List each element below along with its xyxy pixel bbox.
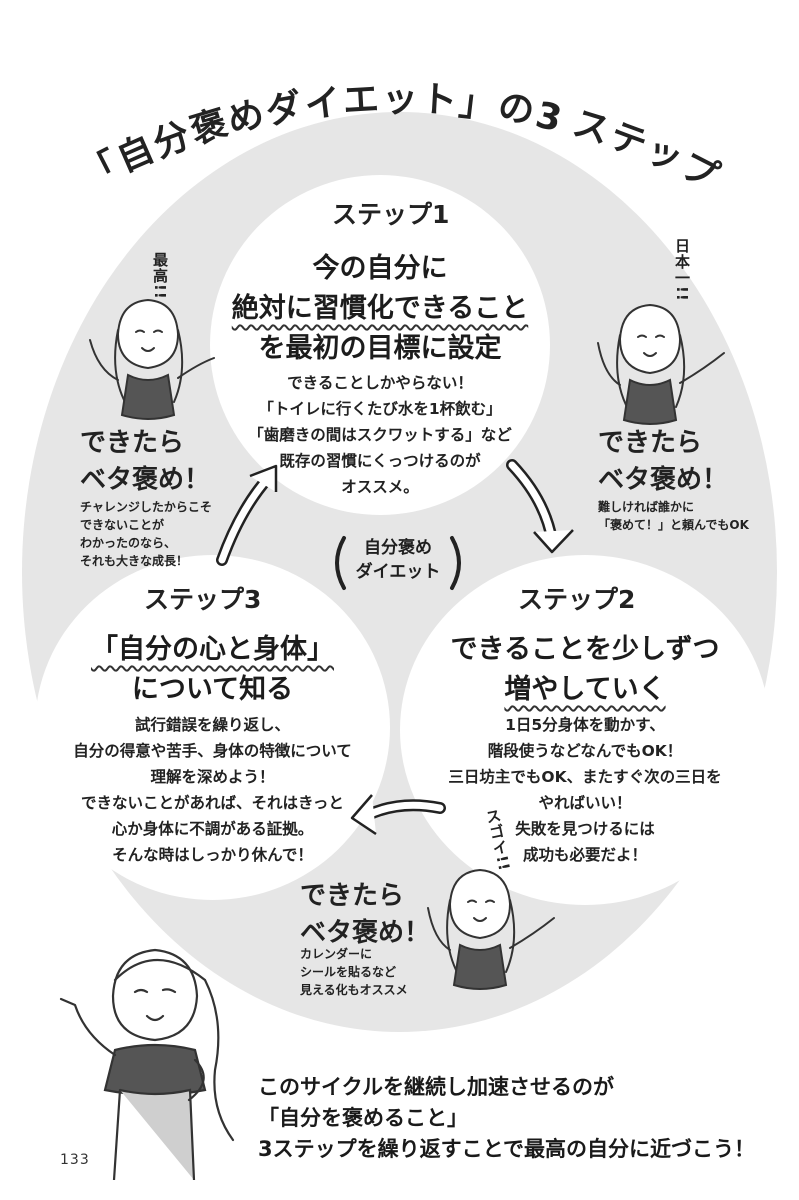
praise-left-title: できたら ベタ褒め！ (80, 428, 211, 495)
step3-description: 試行錯誤を繰り返し、 自分の得意や苦手、身体の特徴について 理解を深めよう！ で… (73, 716, 352, 864)
step3-heading-line2: について知る (131, 674, 294, 705)
step2-heading-line1: できることを少しずつ (450, 634, 720, 665)
center-parentheses (335, 536, 461, 590)
step2-circle (400, 555, 770, 905)
step1-heading-line2: 絶対に習慣化できること (231, 293, 529, 324)
step1-label: ステップ1 (332, 200, 450, 229)
praise-right-title: できたら ベタ褒め！ (598, 428, 729, 495)
step2-description: 1日5分身体を動かす、 階段使うなどなんでもOK！ 三日坊主でもOK、またすぐ次… (448, 716, 722, 864)
character-illustration-left (89, 298, 215, 420)
character-illustration-right (597, 303, 725, 425)
page-number: 133 (60, 1152, 90, 1168)
step1-heading-line3: を最初の目標に設定 (258, 333, 502, 364)
step1-circle (210, 175, 550, 515)
shout-left: 最高!! (151, 252, 169, 300)
step2-heading-line2: 増やしていく (504, 674, 666, 705)
bottom-message: このサイクルを継続し加速させるのが 「自分を褒めること」 3ステップを繰り返すこ… (258, 1075, 755, 1161)
character-illustration-pointing (59, 948, 235, 1180)
step3-circle (35, 555, 390, 900)
praise-left-note: チャレンジしたからこそ できないことが わかったのなら、 それも大きな成長！ (80, 500, 212, 568)
step1-description: できることしかやらない！ 「トイレに行くたび水を1杯飲む」 「歯磨きの間はスクワ… (248, 374, 512, 496)
shout-right: 日本一!! (673, 238, 691, 302)
step2-label: ステップ2 (518, 585, 636, 614)
praise-bottom-note: カレンダーに シールを貼るなど 見える化もオススメ (300, 947, 408, 997)
praise-bottom-title: できたら ベタ褒め！ (300, 881, 431, 948)
step3-label: ステップ3 (144, 585, 262, 614)
step1-heading-line1: 今の自分に (312, 253, 448, 284)
praise-right-note: 難しければ誰かに 「褒めて！」と頼んでもOK (598, 500, 749, 532)
character-illustration-bottom (427, 868, 555, 990)
center-label: 自分褒め ダイエット (355, 538, 441, 582)
title-char: ッ (382, 79, 419, 120)
step3-heading-line1: 「自分の心と身体」 (91, 634, 334, 665)
